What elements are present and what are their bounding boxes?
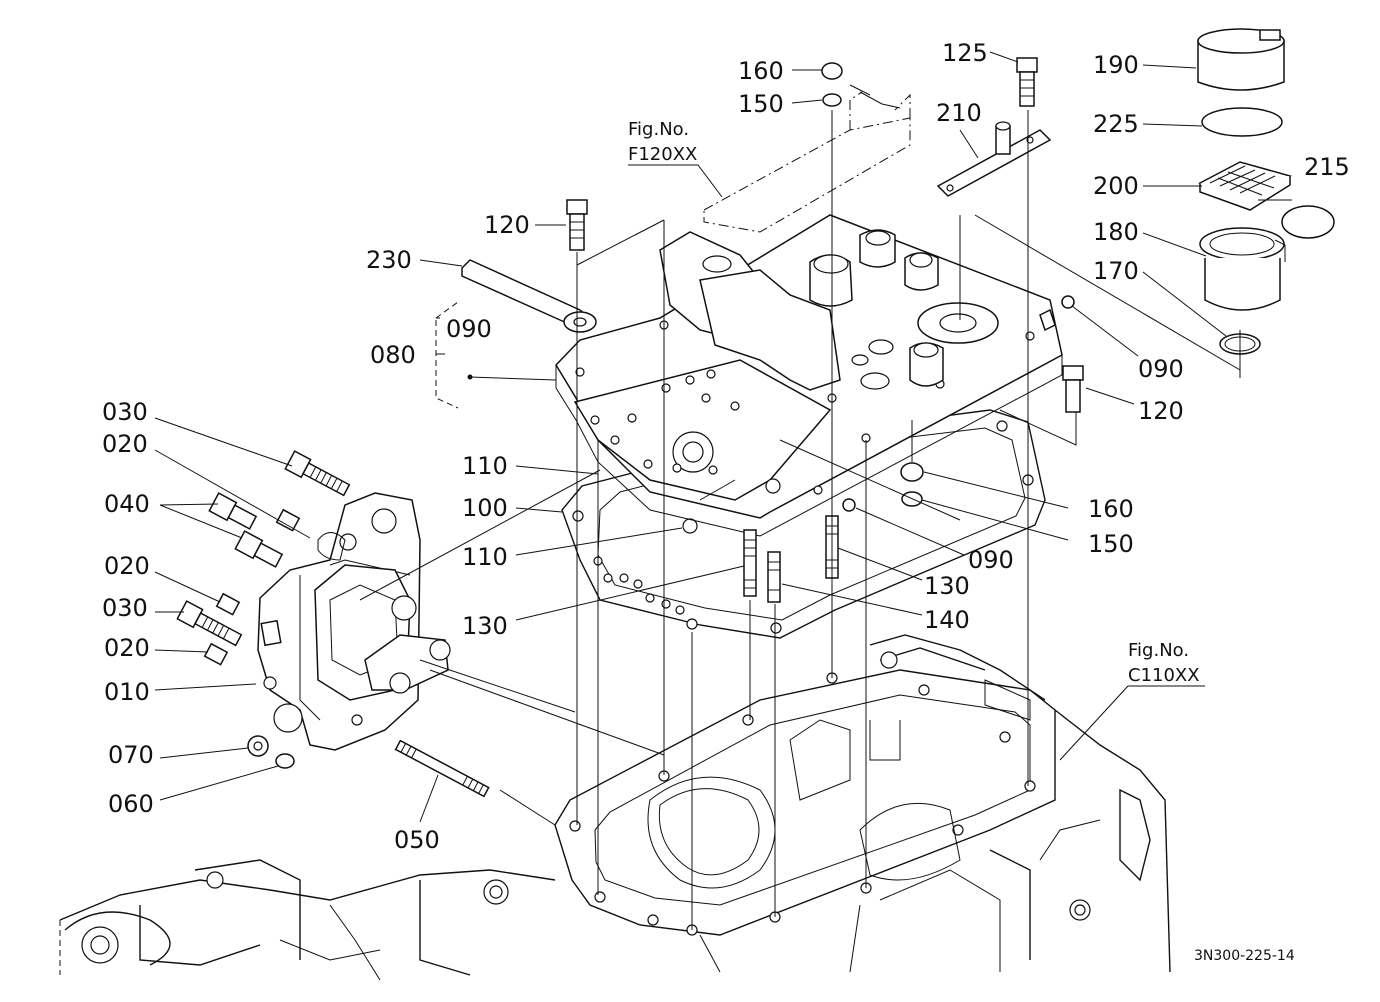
callout-120: 120 <box>1138 397 1184 425</box>
callout-180: 180 <box>1093 218 1139 246</box>
callout-020: 020 <box>102 430 148 458</box>
callout-225: 225 <box>1093 110 1139 138</box>
callout-020: 020 <box>104 634 150 662</box>
callout-160: 160 <box>1088 495 1134 523</box>
callout-080: 080 <box>370 341 416 369</box>
callout-010: 010 <box>104 678 150 706</box>
assembly-centerlines <box>359 84 1241 930</box>
callout-labels: 160 150 125 210 190 225 200 215 180 170 … <box>102 39 1350 854</box>
callout-030: 030 <box>102 594 148 622</box>
callout-140: 140 <box>924 606 970 634</box>
callout-090: 090 <box>446 315 492 343</box>
callout-190: 190 <box>1093 51 1139 79</box>
callout-150: 150 <box>738 90 784 118</box>
callout-020: 020 <box>104 552 150 580</box>
callout-120: 120 <box>484 211 530 239</box>
figure-code: 3N300-225-14 <box>1194 948 1295 964</box>
filter-assembly <box>1197 28 1335 355</box>
fig-ref-c110-line1: Fig.No. <box>1128 640 1189 661</box>
callout-030: 030 <box>102 398 148 426</box>
bracket-and-plates <box>461 91 1052 333</box>
transmission-case <box>59 634 1171 981</box>
callout-230: 230 <box>366 246 412 274</box>
fig-ref-f120-line1: Fig.No. <box>628 119 689 140</box>
callout-125: 125 <box>942 39 988 67</box>
callout-210: 210 <box>936 99 982 127</box>
figure-references: Fig.No. F120XX Fig.No. C110XX <box>628 119 1200 686</box>
callout-215: 215 <box>1304 153 1350 181</box>
callout-060: 060 <box>108 790 154 818</box>
callout-170: 170 <box>1093 257 1139 285</box>
callout-130: 130 <box>924 572 970 600</box>
callout-110: 110 <box>462 543 508 571</box>
callout-200: 200 <box>1093 172 1139 200</box>
fig-ref-c110-line2: C110XX <box>1128 665 1200 686</box>
callout-130: 130 <box>462 612 508 640</box>
callout-090: 090 <box>968 546 1014 574</box>
bolts-and-studs <box>176 57 1084 798</box>
valve-cover-080 <box>555 214 1063 537</box>
valve-body-010 <box>257 492 451 751</box>
callout-160: 160 <box>738 57 784 85</box>
callout-090: 090 <box>1138 355 1184 383</box>
callout-110: 110 <box>462 452 508 480</box>
callout-070: 070 <box>108 741 154 769</box>
callout-150: 150 <box>1088 530 1134 558</box>
callout-100: 100 <box>462 494 508 522</box>
leader-lines <box>154 51 1292 823</box>
callout-050: 050 <box>394 826 440 854</box>
fig-ref-f120-line2: F120XX <box>628 144 697 165</box>
callout-040: 040 <box>104 490 150 518</box>
